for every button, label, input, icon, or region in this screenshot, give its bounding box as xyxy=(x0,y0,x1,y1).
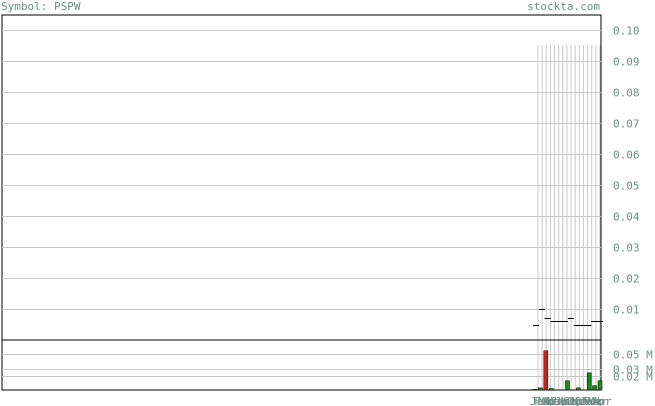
month-tick-label: Jul xyxy=(555,395,575,406)
price-tick-label: 0.02 xyxy=(613,273,640,286)
symbol-label: Symbol: PSPW xyxy=(1,0,81,13)
price-tick-label: 0.04 xyxy=(613,211,640,224)
volume-tick-label: 0.03 M xyxy=(613,364,653,377)
month-tick-label: Mar xyxy=(538,395,558,406)
month-tick-label: Sep xyxy=(563,395,583,406)
volume-bar xyxy=(586,372,592,391)
price-tick-label: 0.06 xyxy=(613,149,640,162)
price-tick-label: 0.09 xyxy=(613,56,640,69)
price-tick-label: 0.07 xyxy=(613,118,640,131)
month-tick-label: Apr xyxy=(592,395,612,406)
month-tick-label: Aug xyxy=(559,395,579,406)
volume-panel-frame xyxy=(1,339,602,391)
month-tick-label: Nov xyxy=(571,395,591,406)
volume-tick-label: 0.05 M xyxy=(613,349,653,362)
volume-bar xyxy=(565,380,570,391)
month-tick-label: Jan xyxy=(530,395,550,406)
month-tick-label: Mar xyxy=(588,395,608,406)
volume-bar xyxy=(597,380,603,391)
month-tick-label: Feb xyxy=(534,395,554,406)
month-tick-label: May xyxy=(547,395,567,406)
price-tick-label: 0.01 xyxy=(613,304,640,317)
month-tick-label: Feb xyxy=(584,395,604,406)
price-tick-label: 0.05 xyxy=(613,180,640,193)
month-tick-label: Jan xyxy=(580,395,600,406)
price-tick-label: 0.03 xyxy=(613,242,640,255)
volume-bar xyxy=(549,388,554,391)
month-tick-label: Oct xyxy=(567,395,587,406)
volume-tick-label: 0.02 M xyxy=(613,371,653,384)
month-tick-label: Jun xyxy=(551,395,571,406)
month-tick-label: Apr xyxy=(542,395,562,406)
volume-bar xyxy=(538,387,543,391)
volume-bar xyxy=(592,385,597,391)
site-label[interactable]: stockta.com xyxy=(527,0,600,13)
volume-bar xyxy=(532,389,538,391)
price-panel-frame xyxy=(1,14,602,341)
price-tick-label: 0.08 xyxy=(613,87,640,100)
price-tick-label: 0.10 xyxy=(613,25,640,38)
volume-bar xyxy=(576,387,581,391)
month-tick-label: Dec xyxy=(575,395,595,406)
volume-bar xyxy=(543,350,549,391)
